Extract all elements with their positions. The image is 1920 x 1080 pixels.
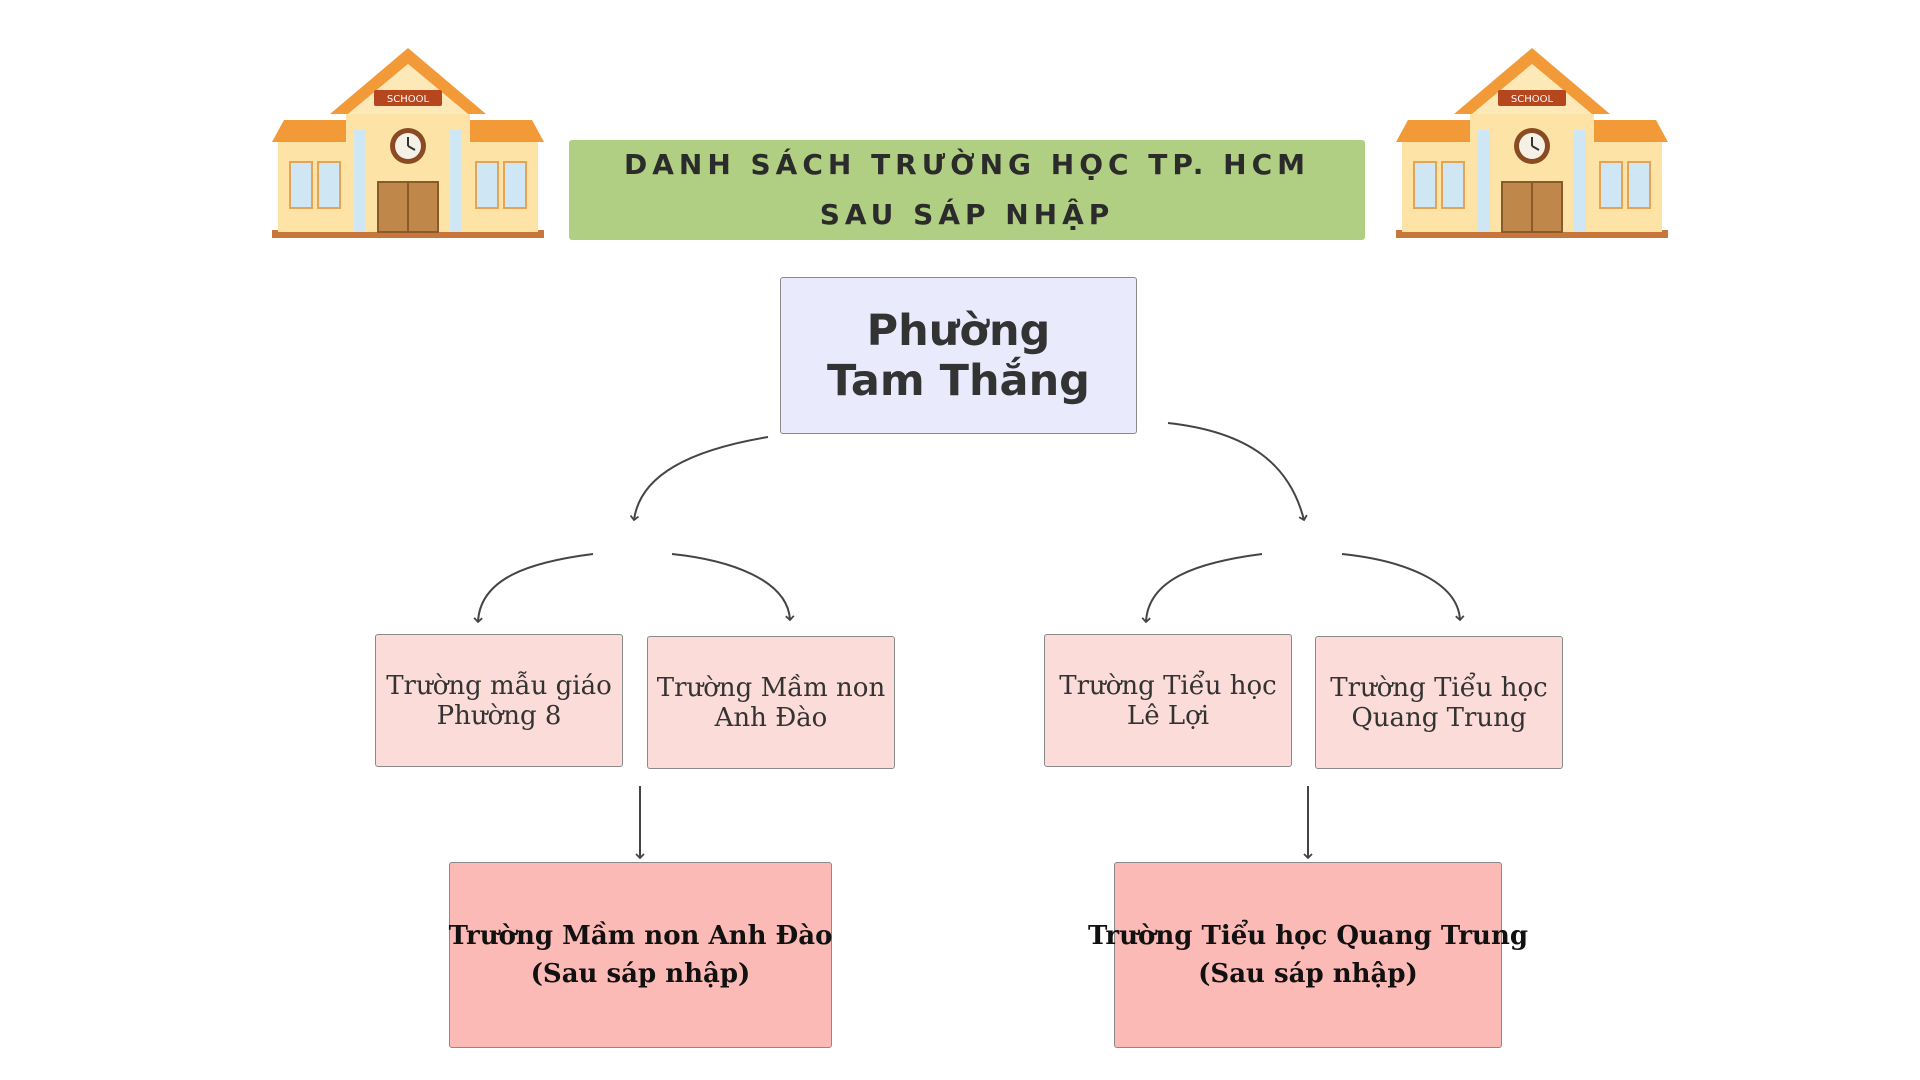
result-line-2: (Sau sáp nhập) [530, 959, 751, 989]
root-node-ward: Phường Tam Thắng [780, 277, 1137, 434]
node-tieu-hoc-quang-trung: Trường Tiểu học Quang Trung [1315, 636, 1563, 769]
arrow-right-split-a [1141, 553, 1263, 624]
school-building-icon: SCHOOL [272, 48, 544, 238]
node-line-2: Phường 8 [436, 700, 562, 731]
node-line-1: Trường Mầm non [656, 672, 886, 703]
title-banner: DANH SÁCH TRƯỜNG HỌC TP. HCM SAU SÁP NHẬ… [569, 140, 1365, 240]
node-mam-non-anh-dao: Trường Mầm non Anh Đào [647, 636, 895, 769]
node-line-1: Trường Tiểu học [1059, 670, 1277, 701]
arrow-left-split-b [671, 553, 795, 622]
result-line-1: Trường Tiểu học Quang Trung [1087, 921, 1529, 951]
title-line-1: DANH SÁCH TRƯỜNG HỌC TP. HCM [623, 148, 1310, 181]
node-mau-giao-phuong-8: Trường mẫu giáo Phường 8 [375, 634, 623, 767]
result-line-2: (Sau sáp nhập) [1198, 959, 1418, 989]
arrow-left-split-a [473, 553, 594, 624]
school-sign: SCHOOL [1511, 94, 1554, 105]
root-line-1: Phường [866, 305, 1051, 356]
result-node-right: Trường Tiểu học Quang Trung (Sau sáp nhậ… [1088, 862, 1528, 1048]
school-sign: SCHOOL [387, 94, 430, 105]
result-node-left: Trường Mầm non Anh Đào (Sau sáp nhập) [449, 862, 832, 1048]
arrow-right-split-b [1341, 553, 1465, 622]
node-tieu-hoc-le-loi: Trường Tiểu học Lê Lợi [1044, 634, 1292, 767]
result-line-1: Trường Mầm non Anh Đào [448, 921, 833, 951]
arrow-root-to-left [629, 436, 769, 522]
node-line-2: Anh Đào [714, 702, 828, 733]
arrow-root-to-right [1167, 422, 1308, 522]
node-line-2: Quang Trung [1351, 702, 1527, 733]
node-line-1: Trường Tiểu học [1330, 672, 1548, 703]
school-building-icon: SCHOOL [1396, 48, 1668, 238]
title-line-2: SAU SÁP NHẬP [819, 198, 1115, 231]
node-line-1: Trường mẫu giáo [386, 670, 612, 701]
root-line-2: Tam Thắng [827, 355, 1090, 406]
node-line-2: Lê Lợi [1126, 700, 1210, 731]
